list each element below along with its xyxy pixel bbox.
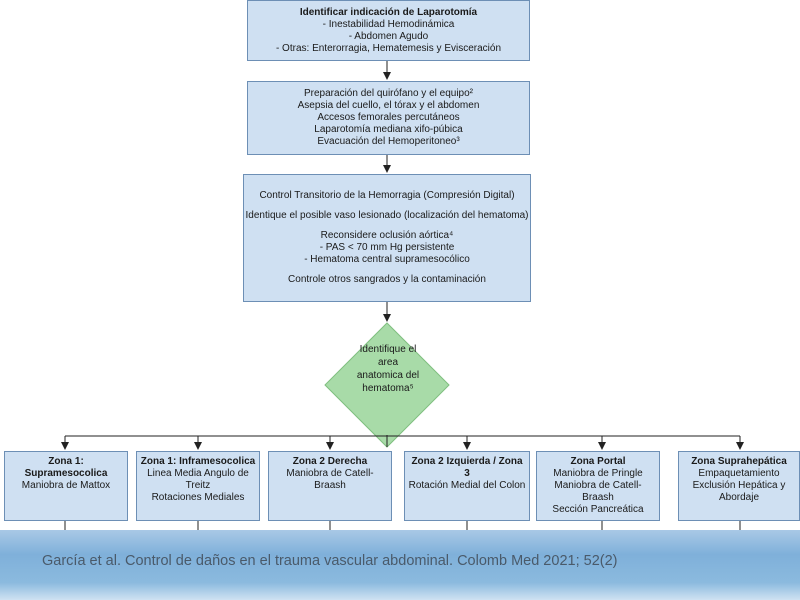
zone-2-izquierda-zona-3: Zona 2 Izquierda / Zona 3 Rotación Media… <box>404 451 530 521</box>
zone-desc: Linea Media Angulo de <box>147 468 249 479</box>
step2-line: Evacuación del Hemoperitoneo³ <box>317 136 460 147</box>
zone-desc: Abordaje <box>718 492 760 503</box>
zone-desc: Maniobra de Mattox <box>21 480 111 491</box>
step2-line: Accesos femorales percutáneos <box>317 112 460 123</box>
footer-banner <box>0 530 800 600</box>
decision-line: Identifique el <box>359 344 417 355</box>
step2-line: Laparotomía mediana xifo-púbica <box>314 124 463 135</box>
zone-desc: Rotación Medial del Colon <box>408 480 526 491</box>
zone-desc: Maniobra de Catell-Braash <box>286 468 374 491</box>
zone-title: Zona Portal <box>570 456 626 467</box>
zone-desc: Sección Pancreática <box>552 504 644 515</box>
step-hemorrhage-control: Control Transitorio de la Hemorragia (Co… <box>243 174 531 302</box>
zone-title: Supramesocolica <box>24 468 108 479</box>
step1-line: - Abdomen Agudo <box>348 30 429 42</box>
zone-title: Zona 1: Inframesocolica <box>140 456 256 467</box>
zone-title: Zona 1: <box>48 456 84 467</box>
step2-line: Preparación del quirófano y el equipo² <box>304 88 473 99</box>
step2-line: Asepsia del cuello, el tórax y el abdome… <box>297 100 480 111</box>
step1-title: Identificar indicación de Laparotomía <box>299 6 478 18</box>
zone-portal: Zona Portal Maniobra de Pringle Maniobra… <box>536 451 660 521</box>
zone-2-derecha: Zona 2 Derecha Maniobra de Catell-Braash <box>268 451 392 521</box>
footer-citation: García et al. Control de daños en el tra… <box>42 553 618 569</box>
step1-line: - Inestabilidad Hemodinámica <box>322 18 455 30</box>
step-preparation: Preparación del quirófano y el equipo² A… <box>247 81 530 155</box>
zone-desc: Treitz <box>185 480 211 491</box>
decision-line: hematoma⁵ <box>362 383 414 394</box>
zone-desc: Maniobra de Pringle <box>553 468 643 479</box>
step3-line: - PAS < 70 mm Hg persistente <box>319 242 455 253</box>
step3-line: Identique el posible vaso lesionado (loc… <box>245 210 529 221</box>
zone-1-supramesocolica: Zona 1: Supramesocolica Maniobra de Matt… <box>4 451 128 521</box>
step1-line: - Otras: Enterorragia, Hematemesis y Evi… <box>275 42 502 54</box>
step3-line: - Hematoma central supramesocólico <box>304 254 470 265</box>
zone-desc: Rotaciones Mediales <box>151 492 245 503</box>
step3-line: Reconsidere oclusión aórtica⁴ <box>320 230 454 241</box>
decision-line: anatomica del <box>356 370 420 381</box>
zone-1-inframesocolica: Zona 1: Inframesocolica Linea Media Angu… <box>136 451 260 521</box>
decision-line: area <box>377 357 398 368</box>
zone-suprahepatica: Zona Suprahepática Empaquetamiento Exclu… <box>678 451 800 521</box>
step-identify-laparotomy: Identificar indicación de Laparotomía - … <box>247 0 530 61</box>
zone-desc: Exclusión Hepática y <box>692 480 786 491</box>
decision-text: Identifique el area anatomica del hemato… <box>340 343 436 395</box>
step3-line: Controle otros sangrados y la contaminac… <box>288 274 486 285</box>
zone-title: Zona Suprahepática <box>691 456 787 467</box>
zone-desc: Empaquetamiento <box>698 468 780 479</box>
zone-title: Zona 2 Derecha <box>292 456 368 467</box>
zone-title: Zona 2 Izquierda / Zona 3 <box>411 456 523 479</box>
step3-line: Control Transitorio de la Hemorragia (Co… <box>259 190 515 201</box>
zone-desc: Maniobra de Catell-Braash <box>554 480 642 503</box>
